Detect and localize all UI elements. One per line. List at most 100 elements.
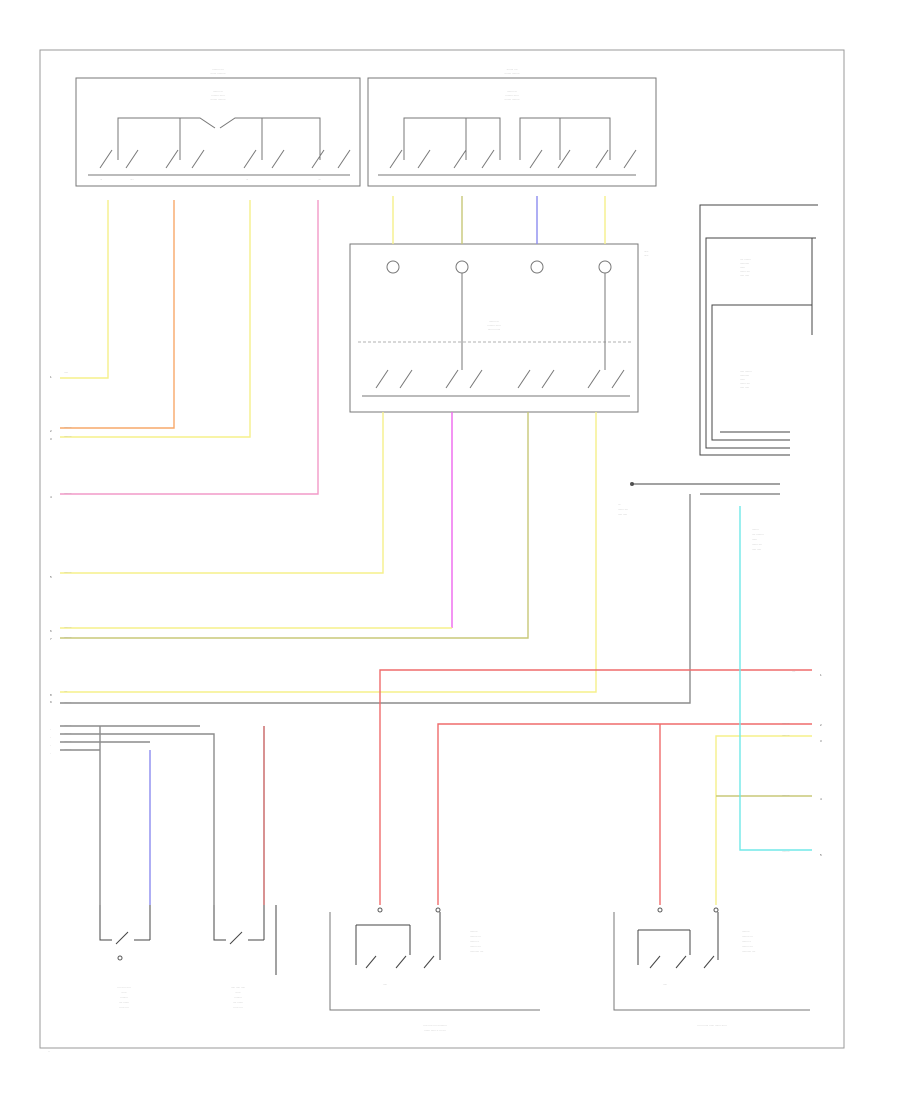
svg-text:......... ......: ......... ...... — [487, 323, 501, 327]
svg-text:.: . — [50, 751, 51, 755]
svg-text:.: . — [50, 743, 51, 747]
svg-text:........ ..: ........ .. — [470, 939, 479, 943]
svg-text:......... ...: ......... ... — [742, 934, 753, 938]
right-terminal-labels: 1.... 2......... 3......... 4......... 5… — [782, 669, 822, 857]
svg-text:.........: ......... — [64, 731, 72, 735]
svg-text:.........: ......... — [470, 929, 478, 933]
svg-text:..... .....: ..... ..... — [752, 547, 761, 551]
right-connector-block: .... ........ ........... ...... .......… — [699, 204, 818, 456]
svg-text:........: ........ — [752, 527, 759, 531]
svg-text:........ ....: ........ .... — [742, 944, 753, 948]
svg-text:.........: ......... — [64, 625, 72, 629]
front-curtain-airbag: ......... ......... ... ........ .. ....… — [613, 907, 810, 1027]
svg-text:....... ....: ....... .... — [752, 542, 762, 546]
svg-text:......: ...... — [644, 254, 649, 257]
svg-text:........ ...: ........ ... — [489, 319, 499, 323]
front-left-sensor: .... ..... ..... ...... ......... .... .… — [99, 905, 151, 1009]
svg-text:..... ..... .... ...........: ..... ..... .... ........... — [423, 1023, 447, 1027]
svg-text:....... ....: ....... .... — [740, 381, 750, 385]
svg-text:...........: ........... — [740, 373, 749, 377]
wire-red — [379, 669, 812, 905]
svg-text:.........: ......... — [64, 570, 72, 574]
svg-text:...: ... — [246, 178, 248, 181]
svg-text:......: ...... — [121, 990, 126, 994]
svg-text:......... ....: ......... .... — [212, 67, 224, 71]
svg-text:.....: ..... — [383, 982, 387, 986]
svg-text:........ .........: ........ ......... — [504, 71, 519, 75]
svg-text:....... .......: ....... ....... — [488, 327, 501, 331]
wire-gray — [60, 733, 215, 905]
svg-text:9: 9 — [50, 700, 52, 704]
wire-orange — [60, 200, 175, 429]
top-right-switch-box: ........ .... ........ ......... .......… — [367, 67, 657, 187]
svg-text:1: 1 — [50, 375, 52, 379]
svg-text:.........: ......... — [742, 929, 750, 933]
svg-text:.........: ......... — [120, 995, 128, 999]
svg-text:....: .... — [64, 689, 68, 693]
wire-yellow — [60, 200, 251, 438]
wire-red — [437, 723, 812, 905]
wire-olive — [60, 412, 529, 639]
svg-text:7: 7 — [50, 637, 52, 641]
svg-text:...: ... — [618, 502, 621, 506]
wire-harness — [60, 196, 812, 905]
front-right-sensor: ..... ..... ..... ...... ......... .... … — [213, 905, 277, 1009]
wire-cyan — [739, 506, 812, 851]
svg-text:..... ..... .....: ..... ..... ..... — [231, 985, 245, 989]
svg-text:.........: ......... — [64, 723, 72, 727]
svg-text:4: 4 — [50, 495, 52, 499]
svg-text:3: 3 — [820, 739, 822, 743]
svg-text:........ ....: ........ .... — [470, 944, 481, 948]
svg-text:......: ...... — [644, 250, 649, 253]
svg-text:.........: ......... — [234, 995, 242, 999]
svg-text:.........: ......... — [64, 491, 72, 495]
svg-text:.........: ......... — [782, 793, 790, 797]
svg-text:..... ....... ...... ....... .: ..... ....... ...... ....... ...... — [697, 1023, 726, 1027]
svg-text:.........: ......... — [782, 721, 790, 725]
svg-text:.....: ..... — [64, 370, 68, 374]
svg-text:......: ...... — [235, 990, 240, 994]
svg-text:...... ....: ...... .... — [119, 1005, 128, 1009]
svg-text:....: .... — [792, 669, 796, 673]
wire-yellow — [60, 412, 384, 574]
svg-text:.: . — [50, 727, 51, 731]
svg-text:.........: ......... — [64, 434, 72, 438]
svg-text:........ ....: ........ .... — [507, 67, 518, 71]
wire-gray — [60, 494, 691, 704]
svg-text:...........: ........... — [740, 261, 749, 265]
svg-text:.....: ..... — [663, 982, 667, 986]
svg-text:2: 2 — [820, 723, 822, 727]
svg-text:...: ... — [100, 178, 102, 181]
svg-text:........... ....: ........... .... — [470, 949, 484, 953]
svg-text:..... ........: ..... ........ — [740, 369, 752, 373]
svg-text:......... ......: ......... ...... — [211, 93, 225, 97]
wire-yellow — [60, 200, 109, 379]
svg-text:......... ......: ......... ...... — [505, 93, 519, 97]
svg-text:..... .....: ..... ..... — [740, 385, 749, 389]
svg-text:.... ........: .... ........ — [740, 257, 751, 261]
svg-text:.... ..... .....: .... ..... ..... — [117, 985, 131, 989]
left-terminal-labels: 1..... 2......... 3......... 4......... … — [50, 370, 72, 755]
svg-text:.... .........: .... ......... — [752, 532, 764, 536]
svg-text:.: . — [50, 735, 51, 739]
svg-text:........ ...: ........ ... — [213, 89, 223, 93]
svg-text:6: 6 — [50, 629, 52, 633]
svg-text:......: ...... — [740, 265, 745, 269]
svg-text:........... ....: ........... .... — [742, 949, 756, 953]
wire-pink — [60, 200, 319, 495]
svg-text:....... ...... .. ... ....: ....... ...... .. ... .... — [424, 1028, 446, 1032]
svg-text:....... ..........: ....... .......... — [210, 71, 225, 75]
switch-contact — [88, 149, 351, 176]
footer-code: .. — [48, 1049, 50, 1053]
svg-text:........ .........: ........ ......... — [210, 97, 225, 101]
svg-text:8: 8 — [50, 693, 52, 697]
wire-yellow — [715, 735, 812, 905]
svg-text:......: ...... — [752, 537, 757, 541]
svg-text:......: ...... — [740, 377, 745, 381]
svg-text:2: 2 — [50, 429, 52, 433]
svg-text:.... .......: .... ....... — [233, 1000, 243, 1004]
wire-yellow — [60, 412, 597, 693]
center-control-box: ........ ... ......... ...... ....... ..… — [349, 243, 649, 413]
right-side-connector-label: ........ .... ......... ...... ....... .… — [752, 527, 764, 551]
